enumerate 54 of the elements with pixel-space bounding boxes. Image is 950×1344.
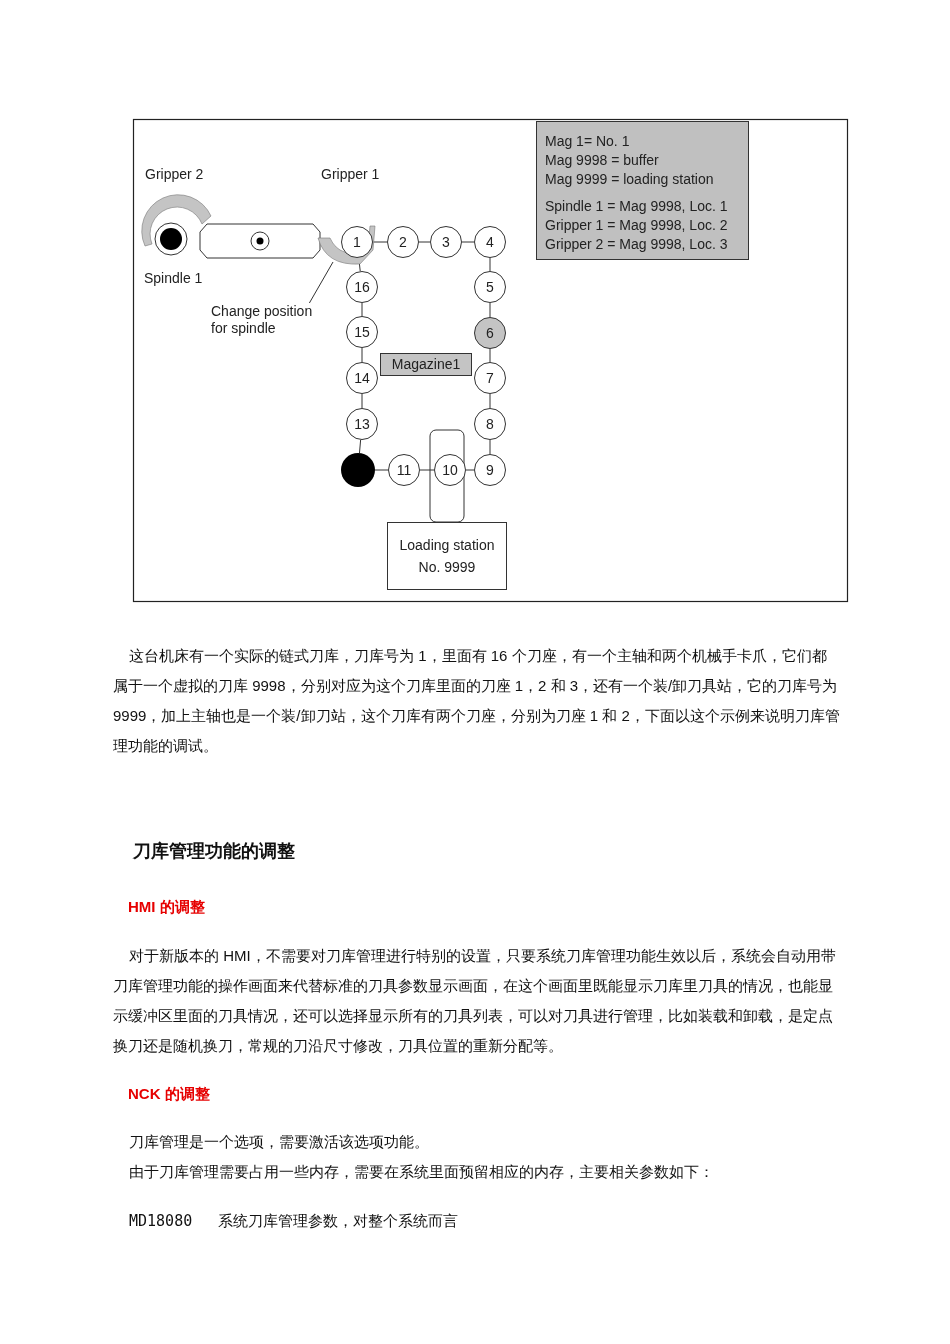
- chain-link-line: [374, 469, 389, 471]
- chain-link-line: [419, 469, 435, 471]
- tool-pocket: 5: [474, 271, 506, 303]
- chain-link-line: [489, 257, 491, 272]
- paragraph: 刀库管理是一个选项，需要激活该选项功能。: [129, 1132, 429, 1152]
- spindle-label: Spindle 1: [144, 269, 203, 288]
- key-text: Mag 9999 = loading station: [545, 170, 715, 189]
- chain-link-line: [465, 469, 475, 471]
- key-text: Mag 1= No. 1: [545, 132, 631, 151]
- key-text: Spindle 1 = Mag 9998, Loc. 1: [545, 197, 729, 216]
- tool-pocket: 8: [474, 408, 506, 440]
- gripper-jaw: [317, 225, 377, 266]
- tool-pocket: 2: [387, 226, 419, 258]
- chain-link-line: [358, 439, 362, 454]
- chain-link-line: [461, 241, 475, 243]
- tool-pocket: 1: [341, 226, 373, 258]
- chain-link-line: [361, 302, 363, 317]
- section-heading: 刀库管理功能的调整: [133, 840, 295, 863]
- chain-link-line: [489, 348, 491, 363]
- loading-station-box: Loading station No. 9999: [387, 522, 507, 590]
- paragraph: 对于新版本的 HMI，不需要对刀库管理进行特别的设置，只要系统刀库管理功能生效以后，系统会自动用带刀库管理功能的操作画面来代替标准的刀具参数显示画面，在这个画面里既能显示刀库里刀具的情况，也能显示缓冲区里面的刀具情况，还可以选择显示所有的刀具列表，可以对刀具进行管理，比如装载和卸载，是定点换刀还是随机换刀，常规的刀沿尺寸修改，刀具位置的重新分配等。: [113, 946, 837, 1056]
- tool-pocket: 9: [474, 454, 506, 486]
- paragraph: 由于刀库管理需要占用一些内存，需要在系统里面预留相应的内存，主要相关参数如下：: [129, 1162, 714, 1182]
- chain-link-line: [418, 241, 431, 243]
- key-text: Mag 9998 = buffer: [545, 151, 660, 170]
- tool-pocket: 4: [474, 226, 506, 258]
- chain-link-line: [361, 347, 363, 363]
- tool-pocket: 6: [474, 317, 506, 349]
- tool-pocket: 15: [346, 316, 378, 348]
- tool-pocket: 3: [430, 226, 462, 258]
- chain-link-line: [489, 393, 491, 409]
- filled-tool-pocket: [341, 453, 375, 487]
- key-text: Gripper 2 = Mag 9998, Loc. 3: [545, 235, 729, 254]
- tool-pocket: 14: [346, 362, 378, 394]
- key-box: [536, 121, 749, 260]
- chain-link-line: [308, 261, 334, 304]
- magazine-label-box: Magazine1: [380, 353, 472, 376]
- chain-link-line: [489, 439, 491, 455]
- parameter-description: 系统刀库管理参数，对整个系统而言: [218, 1211, 458, 1231]
- paragraph: 这台机床有一个实际的链式刀库，刀库号为 1，里面有 16 个刀座，有一个主轴和两个机械手卡爪，它们都属于一个虚拟的刀库 9998，分别对应为这个刀库里面的刀座 1，2 和 3，还有一个装/卸刀具站，它的刀库号为 9999，加上主轴也是一个装/卸刀站，这个刀库有两个刀座，分别为刀座 1 和 2，下面以这个示例来说明刀库管理功能的调试。: [113, 646, 841, 756]
- tool-pocket: 16: [346, 271, 378, 303]
- callout-text: Change position for spindle: [211, 303, 331, 339]
- chain-link-line: [361, 393, 363, 409]
- tool-pocket: 13: [346, 408, 378, 440]
- gripper-label: Gripper 1: [321, 165, 380, 184]
- subsection-heading: HMI 的调整: [128, 897, 205, 917]
- chain-link-line: [372, 241, 388, 243]
- tool-pocket: 11: [388, 454, 420, 486]
- subsection-heading: NCK 的调整: [128, 1084, 210, 1104]
- chain-link-line: [489, 302, 491, 318]
- gripper-label: Gripper 2: [145, 165, 204, 184]
- parameter-code: MD18080: [129, 1211, 193, 1232]
- tool-pocket: 7: [474, 362, 506, 394]
- key-text: Gripper 1 = Mag 9998, Loc. 2: [545, 216, 729, 235]
